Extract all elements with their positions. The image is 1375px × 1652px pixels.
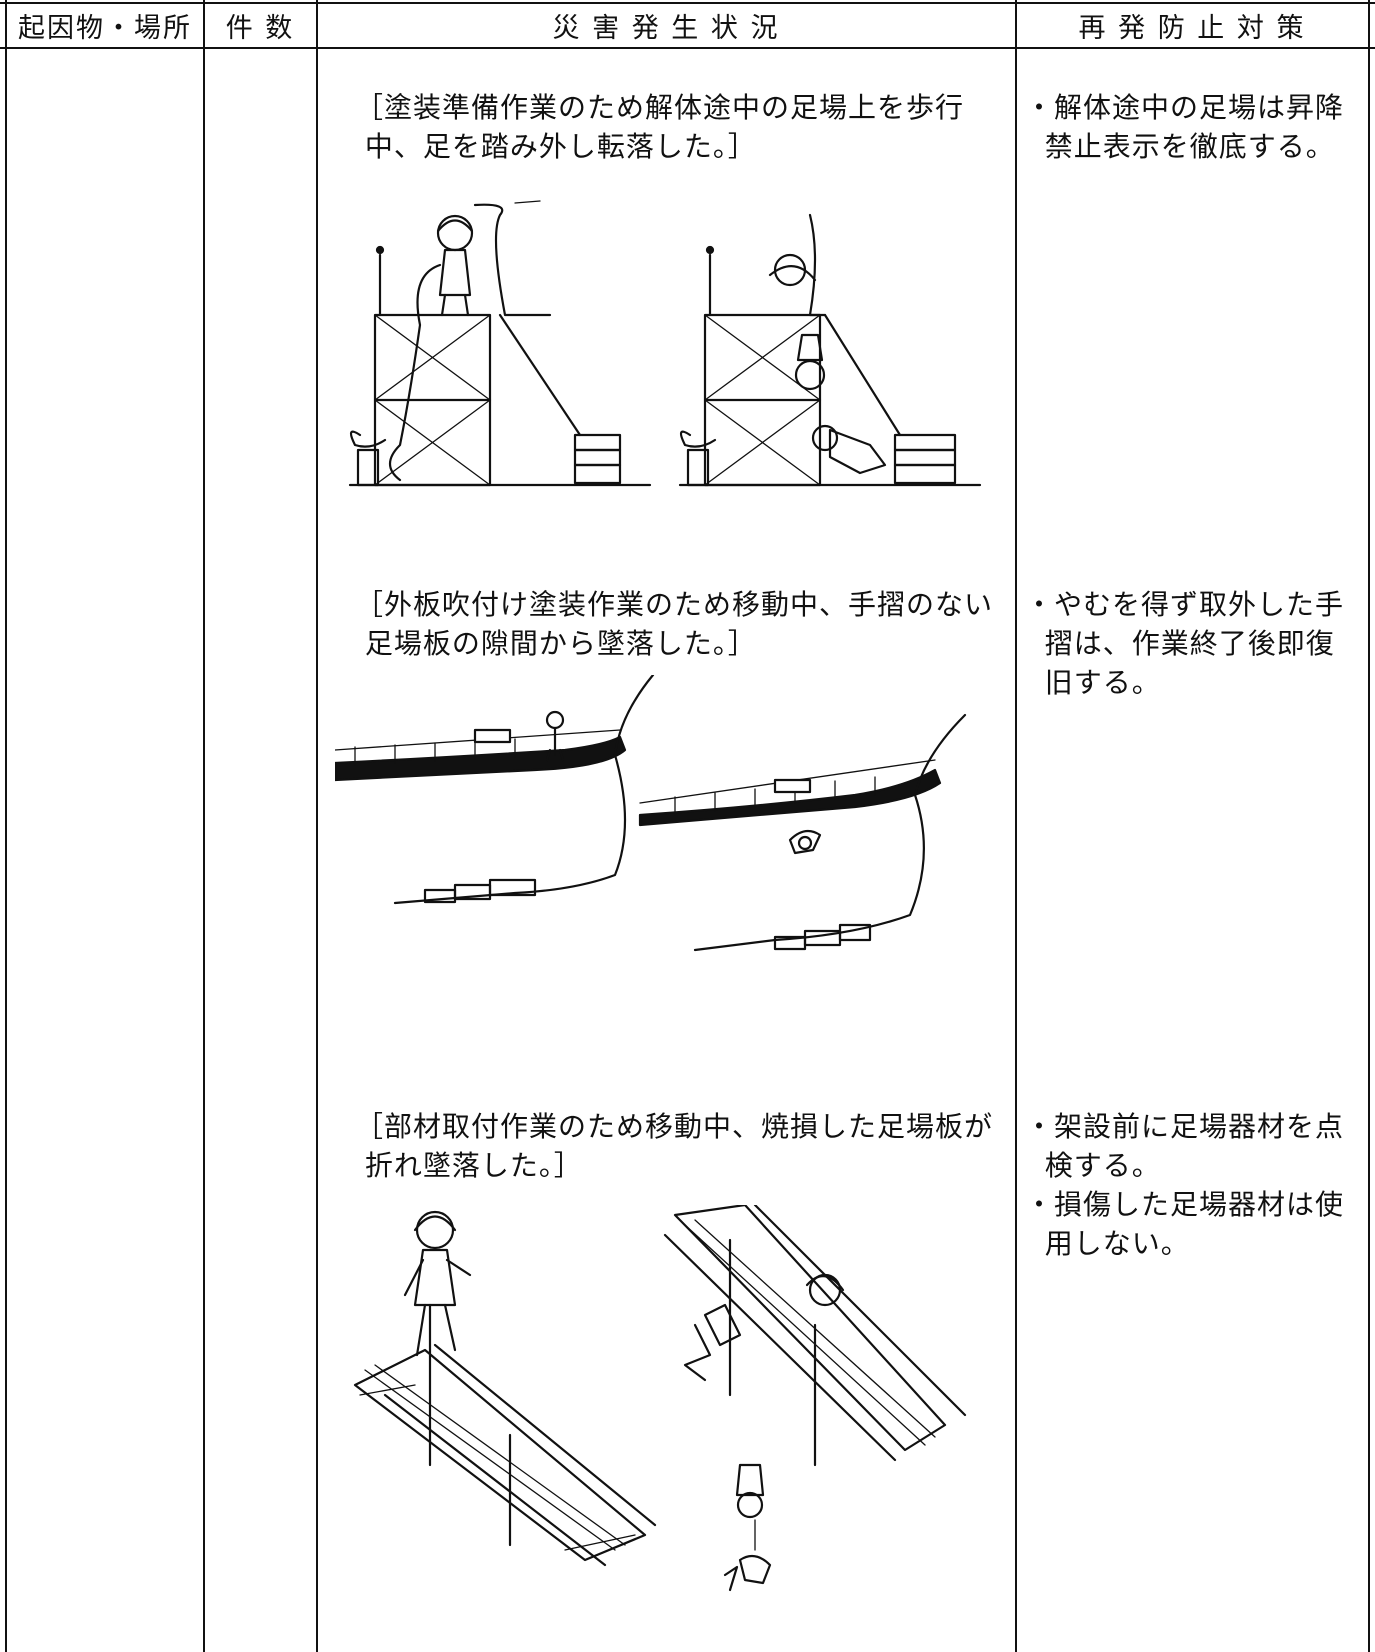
header-cause-location: 起因物・場所 — [18, 13, 192, 44]
prevention-measure: ・架設前に足場器材を点 検する。 ・損傷した足場器材は使 用しない。 — [1025, 1110, 1345, 1260]
table-border-top — [0, 2, 1375, 4]
scaffold-fall-illustration-icon — [340, 195, 1000, 515]
case-description: ［外板吹付け塗装作業のため移動中、手摺のない 足場板の隙間から墜落した。］ — [355, 588, 994, 660]
column-divider — [1015, 0, 1017, 1652]
prevention-measure: ・やむを得ず取外した手 摺は、作業終了後即復 旧する。 — [1025, 588, 1345, 699]
header-situation: 災 害 発 生 状 況 — [552, 13, 780, 44]
case-description: ［部材取付作業のため移動中、焼損した足場板が 折れ墜落した。］ — [355, 1110, 994, 1182]
prevention-measure: ・解体途中の足場は昇降 禁止表示を徹底する。 — [1025, 91, 1345, 163]
header-divider — [0, 47, 1375, 49]
table-border-right — [1368, 0, 1370, 1652]
case-description: ［塗装準備作業のため解体途中の足場上を歩行 中、足を踏み外し転落した。］ — [355, 91, 965, 163]
header-count: 件 数 — [225, 13, 295, 44]
table-border-left — [5, 0, 7, 1652]
header-prevention: 再 発 防 止 対 策 — [1078, 13, 1306, 44]
hull-scaffold-fall-illustration-icon — [335, 675, 995, 1005]
broken-plank-fall-illustration-icon — [345, 1205, 995, 1595]
column-divider — [203, 0, 205, 1652]
column-divider — [316, 0, 318, 1652]
